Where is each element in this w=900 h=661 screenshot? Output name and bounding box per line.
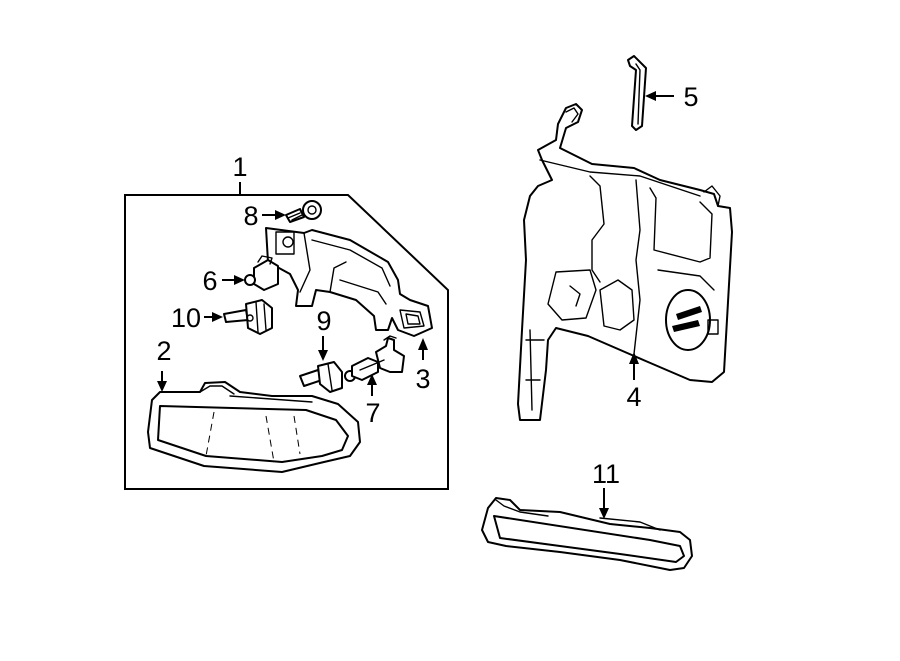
callout-11-arrow <box>599 508 609 519</box>
assembly-frame <box>124 194 449 490</box>
adjuster-part <box>351 335 405 381</box>
callout-1: 1 <box>232 152 247 182</box>
callout-8: 8 <box>243 201 258 231</box>
callout-11: 11 <box>592 459 620 489</box>
callout-3: 3 <box>415 364 430 394</box>
mounting-panel-part <box>517 103 733 421</box>
mounting-bracket-part <box>265 227 433 337</box>
callout-7-arrow <box>367 374 377 385</box>
callout-3-arrow <box>418 338 428 350</box>
bulb-part <box>223 299 273 335</box>
callout-6-arrow <box>234 275 245 285</box>
bulb-lower-part <box>299 361 356 393</box>
callout-2-arrow <box>157 381 167 392</box>
callout-4: 4 <box>626 382 641 412</box>
callout-5-arrow <box>645 91 656 101</box>
callout-2: 2 <box>156 336 171 366</box>
support-rod-part <box>627 55 647 131</box>
bolt-part <box>285 200 322 223</box>
callout-9-arrow <box>318 350 328 361</box>
headlamp-part <box>147 381 361 473</box>
parking-lamp-part <box>481 497 693 571</box>
callout-4-arrow <box>629 352 639 364</box>
callout-6: 6 <box>202 266 217 296</box>
callout-9: 9 <box>316 306 331 336</box>
headlamp-assembly-group <box>124 182 449 490</box>
callout-5: 5 <box>683 82 698 112</box>
callout-10: 10 <box>171 303 201 333</box>
callout-7: 7 <box>365 398 380 428</box>
callout-10-arrow <box>212 312 223 322</box>
callout-8-arrow <box>275 210 286 220</box>
